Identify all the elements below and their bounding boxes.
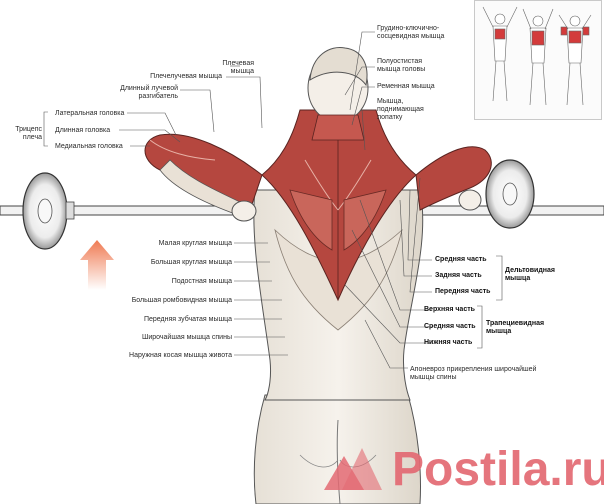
label-humeroradial: Плечелучевая мышца bbox=[150, 73, 222, 80]
lift-direction-arrow bbox=[80, 240, 114, 290]
label-infraspinatus: Подостная мышца bbox=[171, 278, 232, 285]
label-teres-major: Большая круглая мышца bbox=[150, 259, 232, 266]
leader-lines-left bbox=[43, 65, 288, 356]
label-rhomboid: Большая ромбовидная мышца bbox=[131, 297, 232, 304]
label-trapezius-lower: Нижняя часть bbox=[424, 339, 473, 346]
label-latissimus: Широчайшая мышца спины bbox=[141, 334, 232, 341]
label-sternocleidomastoid: Грудино-ключично- сосцевидная мышца bbox=[377, 25, 445, 40]
label-trapezius-upper: Верхняя часть bbox=[424, 306, 475, 313]
label-semispinalis: Полуостистая мышца головы bbox=[377, 58, 426, 73]
label-trapezius-group: Трапециевидная мышца bbox=[486, 320, 545, 335]
label-extensor-carpi: Длинный лучевой разгибатель bbox=[120, 85, 178, 100]
label-serratus: Передняя зубчатая мышца bbox=[143, 316, 232, 323]
label-aponeurosis: Апоневроз прикрепления широчайшей мышцы … bbox=[410, 366, 537, 381]
label-deltoid-group: Дельтовидная мышца bbox=[505, 267, 555, 282]
inset-figures bbox=[482, 6, 592, 106]
label-lateral-head: Латеральная головка bbox=[55, 110, 125, 117]
label-triceps: Трицепс плеча bbox=[15, 126, 42, 141]
label-brachialis: Плечевая мышца bbox=[222, 60, 254, 75]
label-splenius: Ременная мышца bbox=[377, 83, 435, 90]
leader-lines-right bbox=[344, 31, 503, 369]
label-deltoid-anterior: Передняя часть bbox=[435, 288, 491, 295]
inset-muscle-overview bbox=[474, 0, 602, 120]
label-long-head: Длинная головка bbox=[55, 127, 111, 134]
label-medial-head: Медиальная головка bbox=[55, 143, 123, 150]
athlete-figure bbox=[144, 46, 492, 504]
label-deltoid-posterior: Задняя часть bbox=[435, 272, 482, 279]
watermark-logo bbox=[324, 448, 382, 490]
label-deltoid-middle: Средняя часть bbox=[435, 256, 487, 263]
label-teres-minor: Малая круглая мышца bbox=[158, 240, 232, 247]
label-trapezius-middle: Средняя часть bbox=[424, 323, 476, 330]
label-levator-scapulae: Мышца, поднимающая лопатку bbox=[377, 98, 424, 121]
watermark-text: Postila.ru bbox=[392, 443, 604, 496]
label-external-oblique: Наружная косая мышца живота bbox=[129, 352, 232, 359]
